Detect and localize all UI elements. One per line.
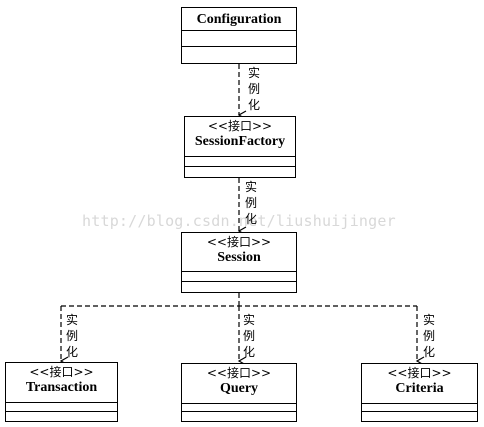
attributes-section [182, 31, 296, 47]
label-session-to-query: 实例化 [242, 313, 255, 359]
class-session: <<接口>> Session [181, 232, 297, 293]
attributes-section [185, 157, 295, 167]
class-sessionfactory: <<接口>> SessionFactory [184, 116, 296, 178]
stereotype-label: <<接口>> [206, 235, 272, 249]
operations-section [185, 167, 295, 177]
class-name: Transaction [25, 380, 98, 395]
operations-section [182, 412, 296, 420]
class-criteria: <<接口>> Criteria [361, 363, 478, 422]
class-name: Configuration [196, 12, 282, 27]
class-configuration: Configuration [181, 7, 297, 64]
class-name: SessionFactory [194, 134, 286, 149]
operations-section [182, 282, 296, 292]
stereotype-label: <<接口>> [387, 366, 452, 380]
stereotype-label: <<接口>> [206, 366, 272, 380]
label-sessionfactory-to-session: 实例化 [244, 180, 257, 226]
attributes-section [182, 404, 296, 412]
label-config-to-sessionfactory: 实例化 [247, 66, 260, 112]
attributes-section [362, 404, 477, 412]
attributes-section [6, 403, 117, 412]
label-session-to-transaction: 实例化 [65, 313, 78, 359]
stereotype-label: <<接口>> [29, 365, 94, 379]
label-session-to-criteria: 实例化 [422, 313, 435, 359]
operations-section [6, 412, 117, 421]
operations-section [362, 412, 477, 420]
class-query: <<接口>> Query [181, 363, 297, 422]
stereotype-label: <<接口>> [207, 119, 273, 133]
attributes-section [182, 272, 296, 282]
operations-section [182, 47, 296, 63]
class-name: Criteria [395, 381, 444, 396]
class-name: Session [217, 250, 261, 265]
class-transaction: <<接口>> Transaction [5, 362, 118, 422]
class-name: Query [219, 381, 259, 396]
